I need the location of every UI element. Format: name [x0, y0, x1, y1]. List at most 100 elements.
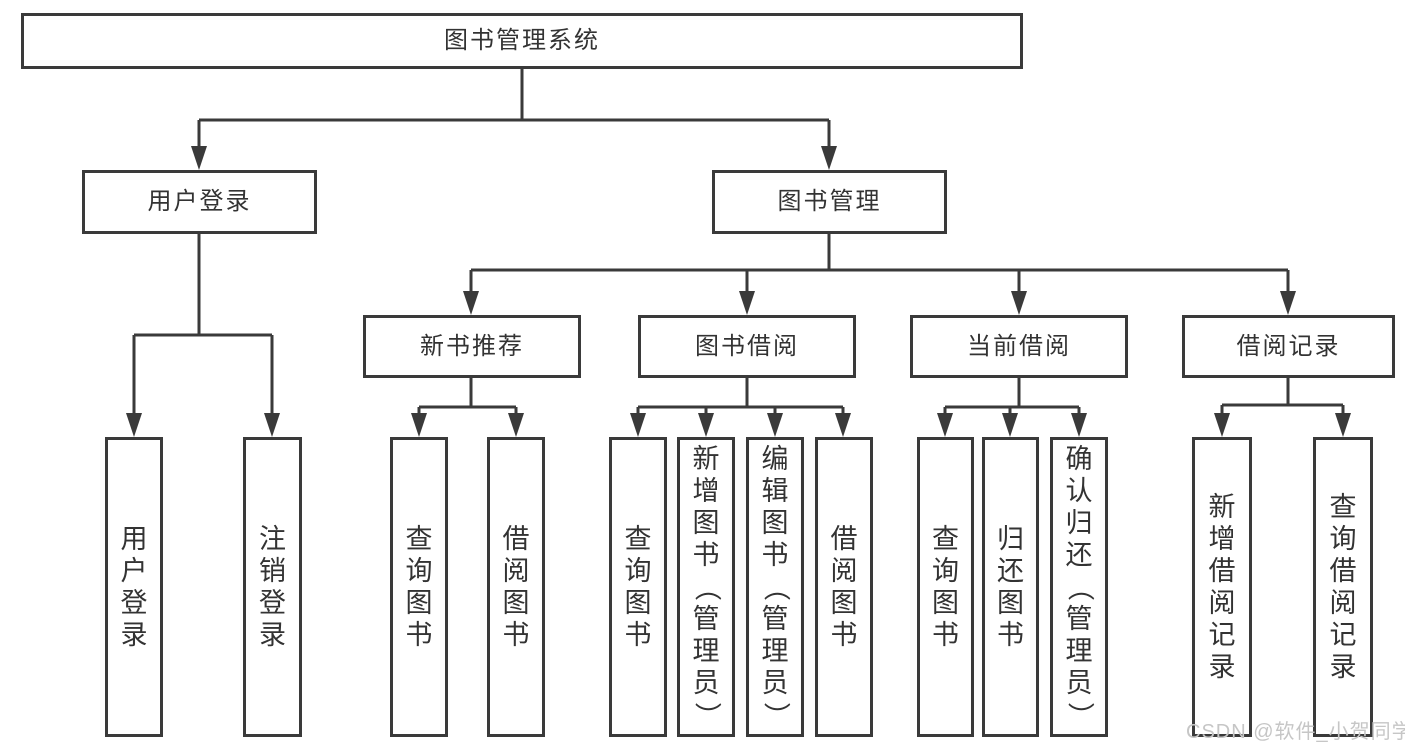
arrowhead — [767, 413, 783, 437]
vertical-label-char: 还 — [1065, 539, 1093, 570]
vertical-label-char: 图 — [830, 587, 858, 618]
vertical-label-char: 书 — [932, 619, 959, 650]
vertical-label-char: 员 — [692, 667, 720, 698]
vertical-label-char: 记 — [1208, 619, 1236, 650]
vertical-label-char: 编 — [761, 443, 789, 474]
vertical-label-char: 新 — [1208, 491, 1236, 522]
arrowhead — [126, 413, 142, 437]
arrowhead — [508, 413, 524, 437]
vertical-label-char: 确 — [1065, 443, 1093, 474]
vertical-label-char: ） — [760, 701, 791, 729]
vertical-label-char: 记 — [1329, 619, 1357, 650]
vertical-label-char: 员 — [761, 667, 789, 698]
node-library-management-system: 图书管理系统 — [21, 13, 1023, 69]
vertical-label-char: 借 — [1208, 555, 1236, 586]
vertical-label-char: 借 — [830, 523, 858, 554]
arrowhead — [463, 291, 479, 315]
arrowhead — [698, 413, 714, 437]
vertical-label-char: 辑 — [761, 475, 789, 506]
arrowhead — [739, 291, 755, 315]
leaf-logout: 注销登录 — [243, 437, 302, 737]
vertical-label-char: 书 — [830, 619, 858, 650]
arrowhead — [1071, 413, 1087, 437]
vertical-label-char: （ — [691, 573, 722, 601]
vertical-label-char: ） — [1064, 701, 1095, 729]
vertical-label-char: 员 — [1065, 667, 1093, 698]
arrowhead — [937, 413, 953, 437]
vertical-label-char: 查 — [1329, 491, 1357, 522]
vertical-label-char: 登 — [259, 587, 286, 618]
vertical-label-char: （ — [1064, 573, 1095, 601]
vertical-label-char: 录 — [259, 619, 286, 650]
vertical-label-char: 录 — [1329, 651, 1357, 682]
arrowhead — [411, 413, 427, 437]
arrowhead — [821, 146, 837, 170]
arrowhead — [264, 413, 280, 437]
arrowhead — [1280, 291, 1296, 315]
vertical-label-char: 询 — [624, 555, 652, 586]
vertical-label-char: 还 — [997, 555, 1024, 586]
arrowheads — [126, 146, 1351, 437]
leaf-return-books: 归还图书 — [982, 437, 1039, 737]
vertical-label-char: 阅 — [1329, 587, 1357, 618]
vertical-label-char: 管 — [1065, 603, 1093, 634]
vertical-label-char: 阅 — [1208, 587, 1236, 618]
arrowhead — [835, 413, 851, 437]
arrowhead — [1214, 413, 1230, 437]
vertical-label-char: 书 — [761, 539, 789, 570]
leaf-recommend-borrow-books: 借阅图书 — [487, 437, 545, 737]
arrowhead — [1335, 413, 1351, 437]
vertical-label-char: 理 — [1065, 635, 1093, 666]
leaf-borrowing-query-books: 查询图书 — [609, 437, 667, 737]
vertical-label-char: 登 — [120, 587, 148, 618]
vertical-label-char: （ — [760, 573, 791, 601]
arrowhead — [1011, 291, 1027, 315]
vertical-label-char: 管 — [692, 603, 720, 634]
vertical-label-char: 书 — [502, 619, 530, 650]
leaf-user-login: 用户登录 — [105, 437, 163, 737]
leaf-borrowing-borrow-books: 借阅图书 — [815, 437, 873, 737]
arrowhead — [1002, 413, 1018, 437]
vertical-label-char: 销 — [259, 555, 286, 586]
vertical-label-char: ） — [691, 701, 722, 729]
node-book-borrowing: 图书借阅 — [638, 315, 856, 378]
vertical-label-char: 增 — [1208, 523, 1236, 554]
leaf-query-borrow-record: 查询借阅记录 — [1313, 437, 1373, 737]
vertical-label-char: 归 — [997, 523, 1024, 554]
vertical-label-char: 录 — [120, 619, 148, 650]
vertical-label-char: 图 — [624, 587, 652, 618]
vertical-label-char: 理 — [761, 635, 789, 666]
vertical-label-char: 借 — [502, 523, 530, 554]
vertical-label-char: 用 — [120, 523, 148, 554]
vertical-label-char: 借 — [1329, 555, 1357, 586]
node-book-management: 图书管理 — [712, 170, 947, 234]
vertical-label-char: 户 — [120, 555, 148, 586]
vertical-label-char: 查 — [932, 523, 959, 554]
node-new-book-recommendation: 新书推荐 — [363, 315, 581, 378]
vertical-label-char: 图 — [502, 587, 530, 618]
vertical-label-char: 图 — [932, 587, 959, 618]
vertical-label-char: 书 — [624, 619, 652, 650]
vertical-label-char: 认 — [1065, 475, 1093, 506]
vertical-label-char: 理 — [692, 635, 720, 666]
node-user-login: 用户登录 — [82, 170, 317, 234]
vertical-label-char: 书 — [997, 619, 1024, 650]
leaf-edit-books-admin: 编辑图书（管理员） — [746, 437, 804, 737]
vertical-label-char: 查 — [405, 523, 433, 554]
node-borrowing-records: 借阅记录 — [1182, 315, 1395, 378]
vertical-label-char: 图 — [405, 587, 433, 618]
vertical-label-char: 询 — [405, 555, 433, 586]
vertical-label-char: 图 — [997, 587, 1024, 618]
leaf-add-books-admin: 新增图书（管理员） — [677, 437, 735, 737]
vertical-label-char: 询 — [932, 555, 959, 586]
vertical-label-char: 查 — [624, 523, 652, 554]
vertical-label-char: 阅 — [830, 555, 858, 586]
arrowhead — [191, 146, 207, 170]
arrowhead — [630, 413, 646, 437]
leaf-add-borrow-record: 新增借阅记录 — [1192, 437, 1252, 737]
vertical-label-char: 书 — [692, 539, 720, 570]
vertical-label-char: 询 — [1329, 523, 1357, 554]
vertical-label-char: 阅 — [502, 555, 530, 586]
